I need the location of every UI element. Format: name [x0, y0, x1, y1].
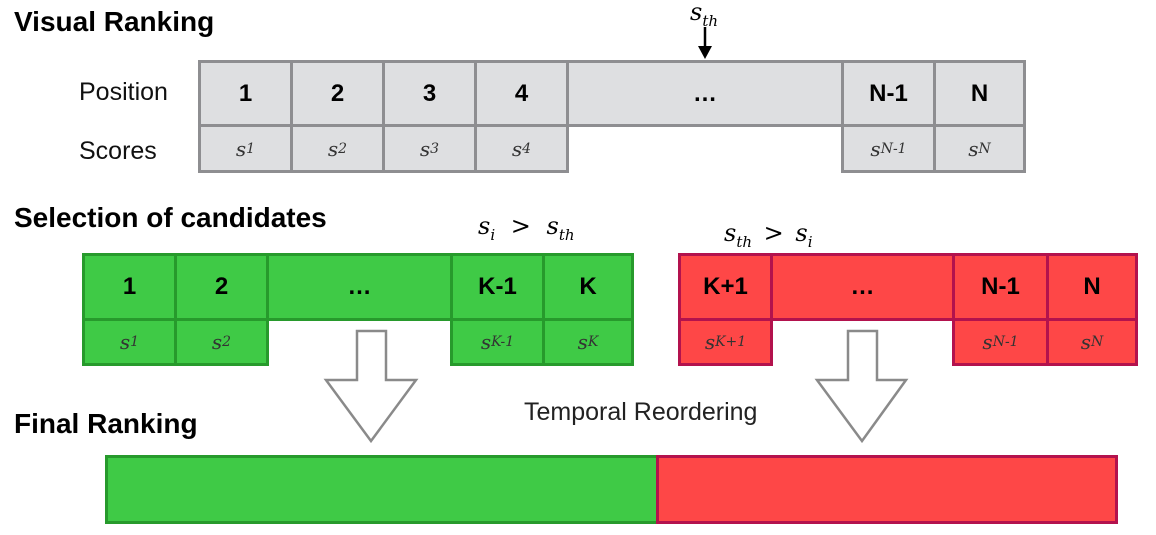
final-ranking-title: Final Ranking	[14, 408, 198, 439]
temporal-reordering-caption: Temporal Reordering	[524, 398, 758, 426]
position-ellipsis-cell: …	[566, 60, 844, 127]
position-cell: 3	[382, 60, 477, 127]
scores-row-label: Scores	[79, 137, 157, 165]
position-row-label: Position	[79, 78, 168, 106]
position-cell: N	[933, 60, 1026, 127]
position-cell: 4	[474, 60, 569, 127]
visual-ranking-title: Visual Ranking	[14, 6, 215, 37]
final-ranking-below-bar	[656, 455, 1118, 524]
above-threshold-condition: si > sth	[478, 212, 575, 244]
down-arrow-icon	[814, 329, 909, 444]
threshold-label: sth	[690, 0, 719, 30]
down-arrow-icon	[323, 329, 419, 444]
candidate-ellipsis-cell: …	[266, 253, 453, 321]
candidate-ellipsis-cell: …	[770, 253, 955, 321]
candidate-position-cell: K	[542, 253, 634, 321]
selection-title: Selection of candidates	[14, 202, 327, 233]
candidate-position-cell: K+1	[678, 253, 773, 321]
position-cell: 2	[290, 60, 385, 127]
final-ranking-above-bar	[105, 455, 659, 524]
threshold-arrow-icon	[698, 27, 712, 59]
below-threshold-condition: sth > si	[724, 219, 813, 251]
